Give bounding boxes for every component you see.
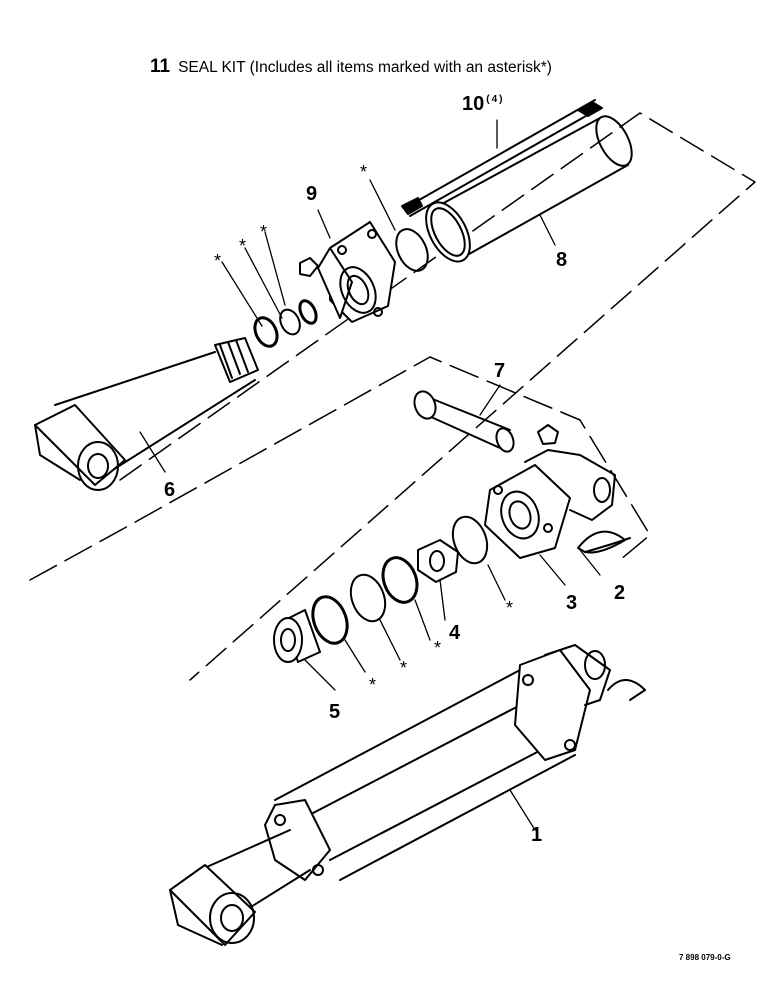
- callout-5: 5: [329, 701, 341, 723]
- asterisk-marker: *: [400, 658, 408, 678]
- barrel-tube-part: [417, 111, 639, 269]
- front-head-part: [300, 222, 395, 322]
- assembly-axis-lines: [30, 113, 755, 680]
- asterisk-marker: *: [239, 236, 247, 256]
- callout-10: 10(4): [462, 93, 504, 116]
- piston-seal-rings: [307, 512, 493, 648]
- asterisk-marker: *: [260, 222, 268, 242]
- figure-id: 7 898 079-0-G: [679, 953, 731, 962]
- assembled-cylinder-part: [170, 645, 645, 945]
- asterisk-marker: *: [434, 638, 442, 658]
- callout-2: 2: [614, 582, 626, 604]
- callout-10-number: 10: [462, 93, 485, 115]
- callout-8: 8: [556, 249, 568, 271]
- hitch-pin-part: [578, 532, 630, 553]
- pin-part: [411, 388, 558, 454]
- piston-rod-part: [35, 338, 258, 490]
- asterisk-marker: *: [214, 251, 222, 271]
- asterisk-marker: *: [506, 598, 514, 618]
- title-text: SEAL KIT (Includes all items marked with…: [178, 59, 552, 76]
- diagram-title: 11 SEAL KIT (Includes all items marked wi…: [150, 56, 552, 78]
- leader-lines: [140, 120, 600, 830]
- nut-part: [418, 540, 458, 582]
- piston-part: [274, 610, 320, 662]
- callout-4: 4: [449, 622, 461, 644]
- rear-cap-part: [485, 450, 615, 558]
- callout-6: 6: [164, 479, 176, 501]
- callout-3: 3: [566, 592, 578, 614]
- front-seal-rings: [251, 224, 434, 350]
- asterisk-marker: *: [360, 162, 368, 182]
- title-item-number: 11: [150, 56, 171, 77]
- callout-9: 9: [306, 183, 318, 205]
- asterisk-marker: *: [369, 675, 377, 695]
- callout-1: 1: [531, 824, 543, 846]
- callout-10-quantity: (4): [486, 94, 505, 105]
- callout-7: 7: [494, 360, 506, 382]
- tie-rod-part: [402, 100, 602, 216]
